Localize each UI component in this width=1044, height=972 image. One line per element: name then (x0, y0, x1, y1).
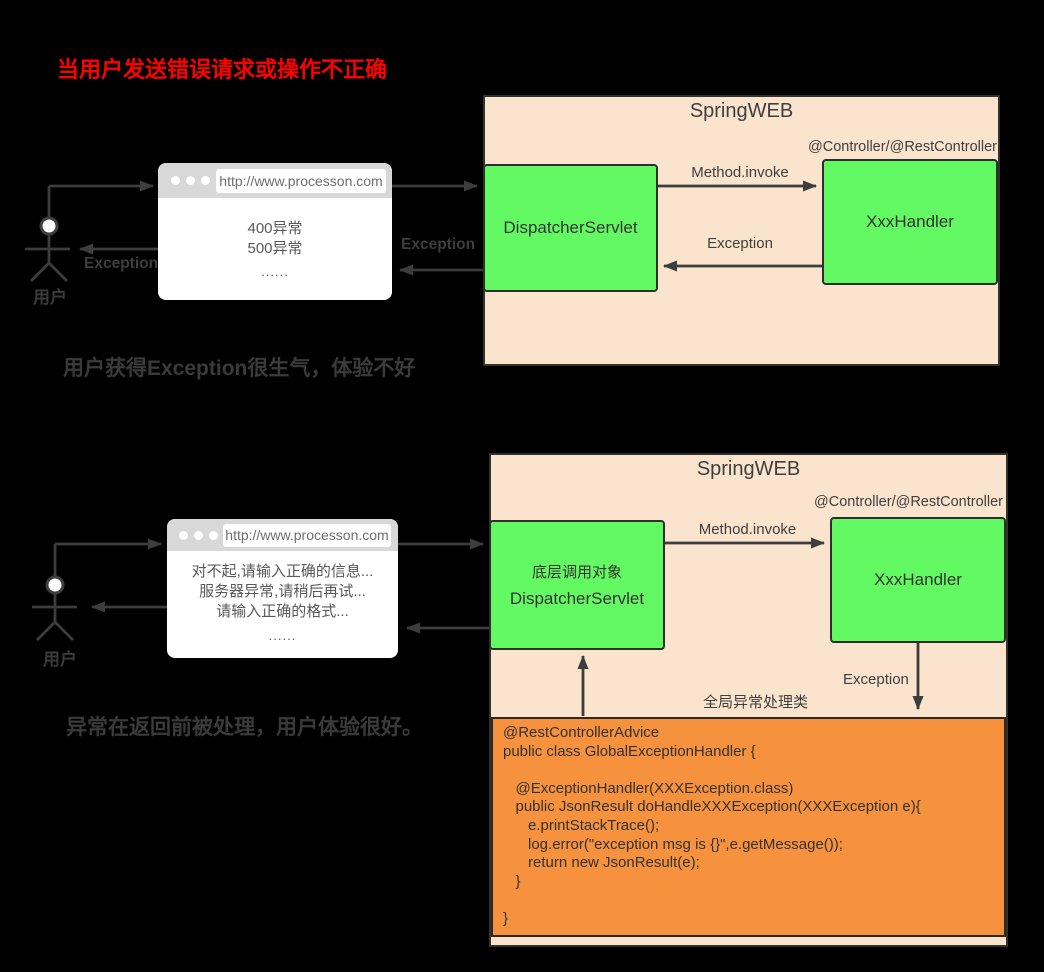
top-user-actor-icon (25, 216, 70, 282)
browser-line: 500异常 (247, 240, 303, 257)
browser-ellipsis: ...... (261, 264, 289, 279)
bottom-dispatcher-servlet-box: 底层调用对象 DispatcherServlet (489, 520, 665, 650)
top-controller-note: @Controller/@RestController (808, 139, 997, 155)
browser-dot-icon (179, 531, 188, 540)
top-exception-to-browser-label: Exception (401, 236, 476, 253)
top-browser-url: http://www.processon.com (216, 169, 386, 193)
bottom-dispatcher-sub-label: 底层调用对象 (531, 564, 622, 581)
top-dispatcher-servlet-label: DispatcherServlet (503, 218, 638, 237)
top-heading: 当用户发送错误请求或操作不正确 (57, 57, 388, 82)
global-exception-handler-label: 全局异常处理类 (703, 694, 809, 711)
global-exception-handler-code-box: @RestControllerAdvice public class Globa… (491, 717, 1006, 937)
bottom-xxx-handler-label: XxxHandler (874, 570, 962, 589)
browser-line: 400异常 (247, 220, 303, 237)
bottom-browser-url: http://www.processon.com (223, 524, 391, 547)
bottom-user-actor-icon (32, 575, 77, 641)
bottom-springweb-title: SpringWEB (696, 458, 801, 480)
browser-dot-icon (186, 176, 195, 185)
top-xxx-handler-box: XxxHandler (822, 159, 998, 285)
browser-dot-icon (209, 531, 218, 540)
bottom-exception-label: Exception (843, 671, 909, 688)
code-text: @RestControllerAdvice public class Globa… (503, 724, 921, 927)
top-springweb-title: SpringWEB (689, 100, 794, 122)
top-method-invoke-label: Method.invoke (691, 164, 789, 181)
browser-line: 服务器异常,请稍后再试... (199, 583, 366, 600)
top-browser-content: 400异常 500异常 ...... (158, 198, 392, 282)
bottom-browser-window: http://www.processon.com 对不起,请输入正确的信息...… (167, 519, 398, 658)
top-browser-titlebar: http://www.processon.com (158, 163, 392, 198)
top-xxx-handler-label: XxxHandler (866, 212, 954, 231)
browser-dot-icon (171, 176, 180, 185)
browser-line: 对不起,请输入正确的信息... (191, 563, 374, 580)
bottom-browser-titlebar: http://www.processon.com (167, 519, 398, 551)
top-dispatcher-servlet-box: DispatcherServlet (483, 164, 658, 292)
top-browser-window: http://www.processon.com 400异常 500异常 ...… (158, 163, 392, 300)
browser-line: 请输入正确的格式... (216, 603, 349, 620)
bottom-dispatcher-servlet-label: DispatcherServlet (509, 589, 645, 608)
bottom-controller-note: @Controller/@RestController (814, 494, 1003, 510)
bottom-actor-label: 用户 (43, 650, 77, 669)
browser-ellipsis: ...... (268, 628, 297, 643)
bottom-browser-content: 对不起,请输入正确的信息... 服务器异常,请稍后再试... 请输入正确的格式.… (167, 551, 398, 646)
bottom-xxx-handler-box: XxxHandler (830, 517, 1006, 643)
browser-dot-icon (201, 176, 210, 185)
top-exception-to-user-label: Exception (84, 255, 159, 272)
bottom-method-invoke-label: Method.invoke (698, 521, 797, 538)
top-internal-exception-label: Exception (707, 235, 773, 252)
browser-dot-icon (194, 531, 203, 540)
bottom-caption: 异常在返回前被处理，用户体验很好。 (66, 716, 423, 739)
top-actor-label: 用户 (33, 288, 67, 307)
top-caption: 用户获得Exception很生气，体验不好 (63, 357, 416, 380)
